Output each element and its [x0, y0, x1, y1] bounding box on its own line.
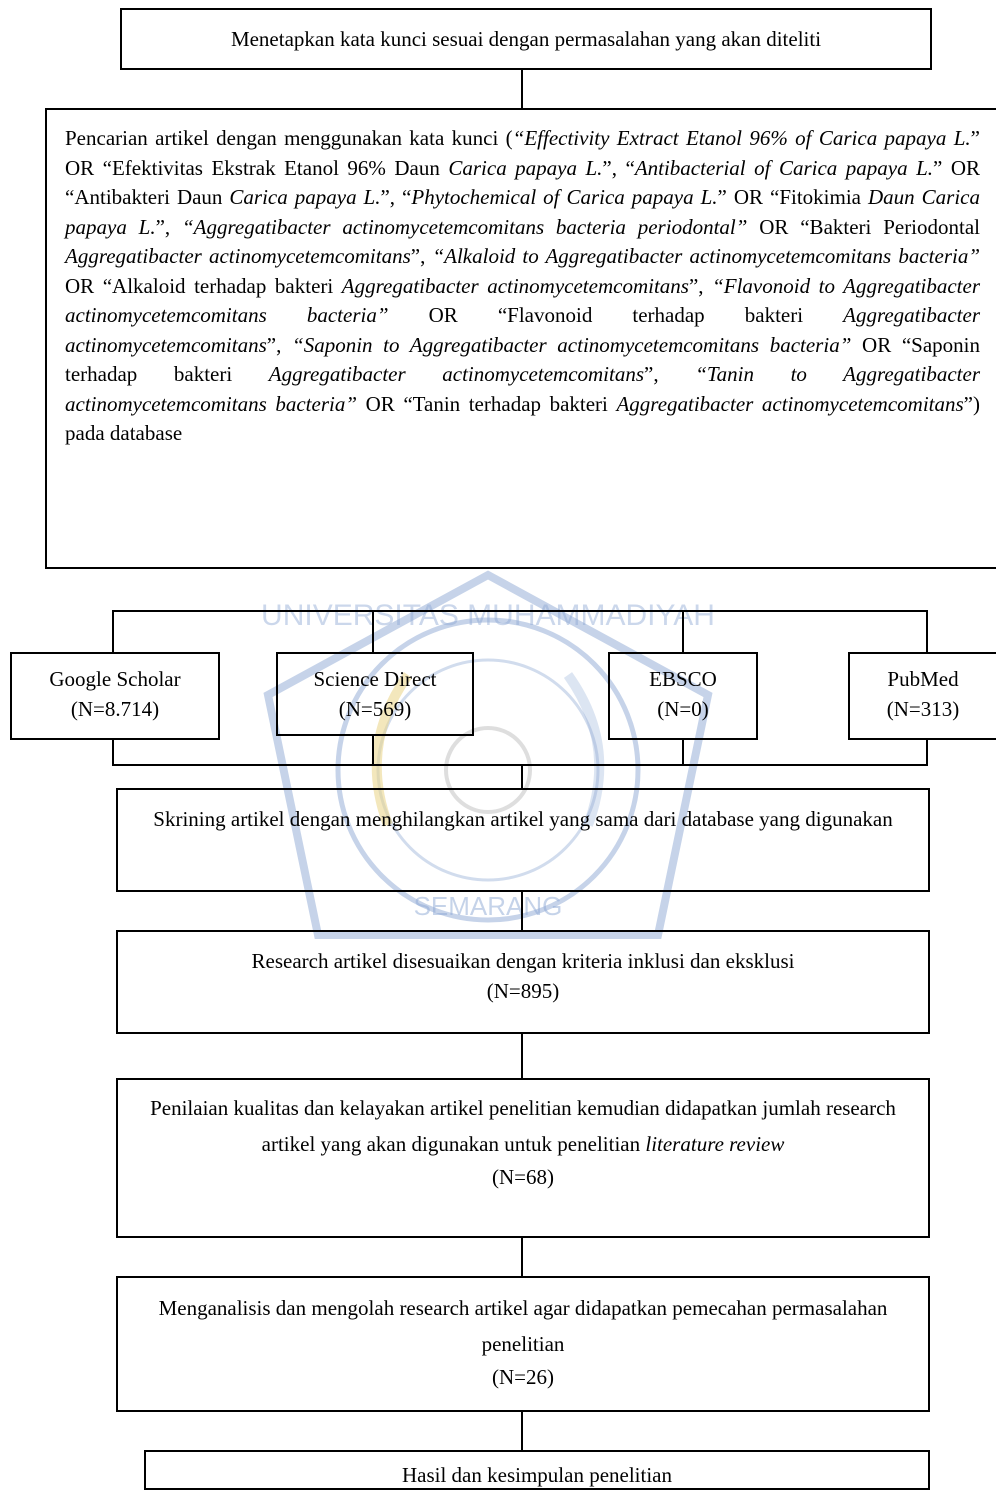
branch-drop-4: [926, 610, 928, 652]
search-italic-segment: “Flavonoid to Aggregatibacter actinomyce…: [65, 273, 981, 328]
database-count: (N=313): [886, 697, 960, 721]
search-italic-segment: “Saponin to Aggregatibacter actinomycete…: [292, 332, 852, 357]
merge-rise-4: [926, 740, 928, 764]
branch-drop-1: [112, 610, 114, 652]
analysis-count: (N=26): [492, 1365, 554, 1389]
search-segment: ”,: [688, 273, 713, 298]
database-google-scholar: Google Scholar (N=8.714): [10, 652, 220, 740]
merge-rise-3: [682, 740, 684, 764]
search-segment: ” OR “Fitokimia: [717, 185, 868, 209]
search-segment: ”,: [155, 214, 182, 239]
merge-bottom-line: [112, 764, 928, 766]
result-text: Hasil dan kesimpulan penelitian: [401, 1463, 673, 1487]
connector-merge-screening: [521, 764, 523, 788]
database-pubmed: PubMed (N=313): [848, 652, 996, 740]
search-segment: ” OR “Antibakteri Daun: [65, 155, 980, 210]
database-count: (N=569): [338, 697, 412, 721]
search-segment: ”,: [266, 332, 293, 357]
keyword-box: Menetapkan kata kunci sesuai dengan perm…: [120, 8, 932, 70]
analysis-text: Menganalisis dan mengolah research artik…: [158, 1296, 888, 1356]
assessment-italic-text: literature review: [645, 1132, 785, 1156]
branch-drop-2: [372, 610, 374, 652]
connector-research-assessment: [521, 1034, 523, 1078]
research-text: Research artikel disesuaikan dengan krit…: [251, 949, 795, 973]
screening-text: Skrining artikel dengan menghilangkan ar…: [153, 807, 893, 831]
search-italic-segment: Aggregatibacter actinomycetemcomitans: [65, 303, 980, 357]
database-count: (N=0): [657, 697, 709, 721]
research-box: Research artikel disesuaikan dengan krit…: [116, 930, 930, 1034]
search-italic-segment: “Alkaloid to Aggregatibacter actinomycet…: [432, 244, 981, 268]
search-italic-segment: Aggregatibacter actinomycetemcomitans: [65, 244, 411, 268]
search-segment: OR “Saponin terhadap bakteri: [65, 332, 981, 387]
search-italic-segment: Phytochemical of Carica papaya L.: [411, 185, 718, 209]
result-box: Hasil dan kesimpulan penelitian: [144, 1450, 930, 1490]
search-italic-segment: Carica papaya L.: [448, 155, 603, 180]
search-segment: ”,: [410, 244, 433, 268]
search-segment: ”,: [644, 362, 696, 386]
analysis-box: Menganalisis dan mengolah research artik…: [116, 1276, 930, 1412]
search-text: Pencarian artikel dengan menggunakan kat…: [65, 126, 980, 445]
search-italic-segment: “Tanin to Aggregatibacter actinomycetemc…: [65, 362, 981, 416]
assessment-box: Penilaian kualitas dan kelayakan artikel…: [116, 1078, 930, 1238]
database-name: EBSCO: [649, 667, 717, 691]
database-science-direct: Science Direct (N=569): [276, 652, 474, 736]
database-count: (N=8.714): [70, 697, 160, 721]
search-segment: OR “Bakteri Periodontal: [747, 214, 981, 239]
connector-assessment-analysis: [521, 1238, 523, 1276]
search-italic-segment: Aggregatibacter actinomycetemcomitans: [616, 391, 964, 416]
search-segment: ”, “: [380, 185, 412, 209]
search-segment: ”) pada database: [65, 391, 980, 446]
research-count: (N=895): [486, 979, 560, 1003]
search-segment: ” OR “Efektivitas Ekstrak Etanol 96% Dau…: [65, 126, 980, 180]
database-name: Google Scholar: [49, 667, 181, 691]
branch-top-line: [112, 610, 928, 612]
search-italic-segment: Aggregatibacter actinomycetemcomitans: [341, 273, 689, 298]
search-italic-segment: “Aggregatibacter actinomycetemcomitans b…: [181, 214, 748, 239]
watermark-top-text: UNIVERSITAS MUHAMMADIYAH: [261, 599, 715, 632]
search-box: Pencarian artikel dengan menggunakan kat…: [45, 108, 996, 569]
assessment-count: (N=68): [492, 1165, 554, 1189]
screening-box: Skrining artikel dengan menghilangkan ar…: [116, 788, 930, 892]
search-italic-segment: Aggregatibacter actinomycetemcomitans: [268, 362, 645, 386]
connector-screening-research: [521, 892, 523, 930]
university-seal-watermark: UNIVERSITAS MUHAMMADIYAH SEMARANG: [261, 570, 715, 939]
connector-analysis-result: [521, 1412, 523, 1450]
search-segment: ”, “: [602, 155, 635, 180]
database-ebsco: EBSCO (N=0): [608, 652, 758, 740]
branch-drop-3: [682, 610, 684, 652]
database-name: PubMed: [887, 667, 959, 691]
connector-keyword-search: [521, 70, 523, 108]
search-segment: OR “Flavonoid terhadap bakteri: [388, 303, 844, 327]
search-italic-segment: Carica papaya L.: [229, 185, 381, 209]
search-segment: OR “Alkaloid terhadap bakteri: [65, 273, 342, 298]
search-italic-segment: “Effectivity Extract Etanol 96% of Caric…: [512, 126, 971, 150]
search-segment: Pencarian artikel dengan menggunakan kat…: [65, 126, 513, 150]
search-segment: OR “Tanin terhadap bakteri: [357, 391, 617, 416]
search-italic-segment: Daun Carica papaya L.: [65, 185, 980, 239]
analysis-box-bottom: [116, 1410, 930, 1412]
keyword-text: Menetapkan kata kunci sesuai dengan perm…: [230, 27, 822, 51]
search-italic-segment: Antibacterial of Carica papaya L.: [634, 155, 934, 180]
assessment-text: Penilaian kualitas dan kelayakan artikel…: [150, 1096, 896, 1156]
merge-rise-2: [372, 736, 374, 764]
database-name: Science Direct: [313, 667, 437, 691]
watermark-bottom-text: SEMARANG: [414, 891, 563, 921]
merge-rise-1: [112, 740, 114, 764]
